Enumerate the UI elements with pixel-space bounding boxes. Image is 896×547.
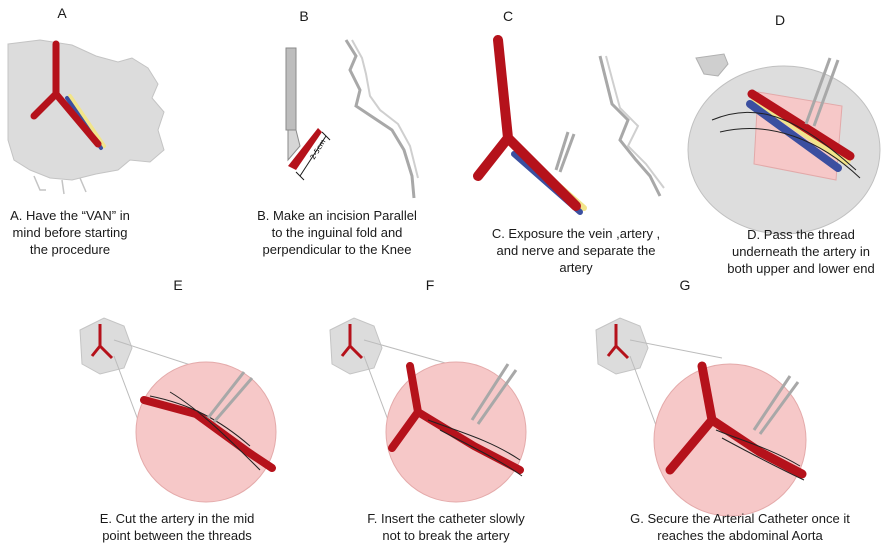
caption-b: B. Make an incision Parallel to the ingu…	[232, 207, 442, 258]
caption-c: C. Exposure the vein ,artery , and nerve…	[466, 225, 686, 276]
panel-a-illustration	[8, 40, 164, 194]
panel-g-illustration	[596, 318, 806, 516]
caption-f: F. Insert the catheter slowly not to bre…	[336, 510, 556, 544]
caption-d: D. Pass the thread underneath the artery…	[706, 226, 896, 277]
panel-d-illustration	[688, 54, 880, 234]
panel-c-illustration	[478, 40, 664, 212]
caption-g: G. Secure the Arterial Catheter once it …	[590, 510, 890, 544]
panel-f-illustration	[330, 318, 526, 502]
panel-b-illustration: 2-5cm	[286, 40, 418, 198]
caption-a: A. Have the “VAN” in mind before startin…	[0, 207, 140, 258]
caption-e: E. Cut the artery in the mid point betwe…	[72, 510, 282, 544]
panel-e-illustration	[80, 318, 276, 502]
